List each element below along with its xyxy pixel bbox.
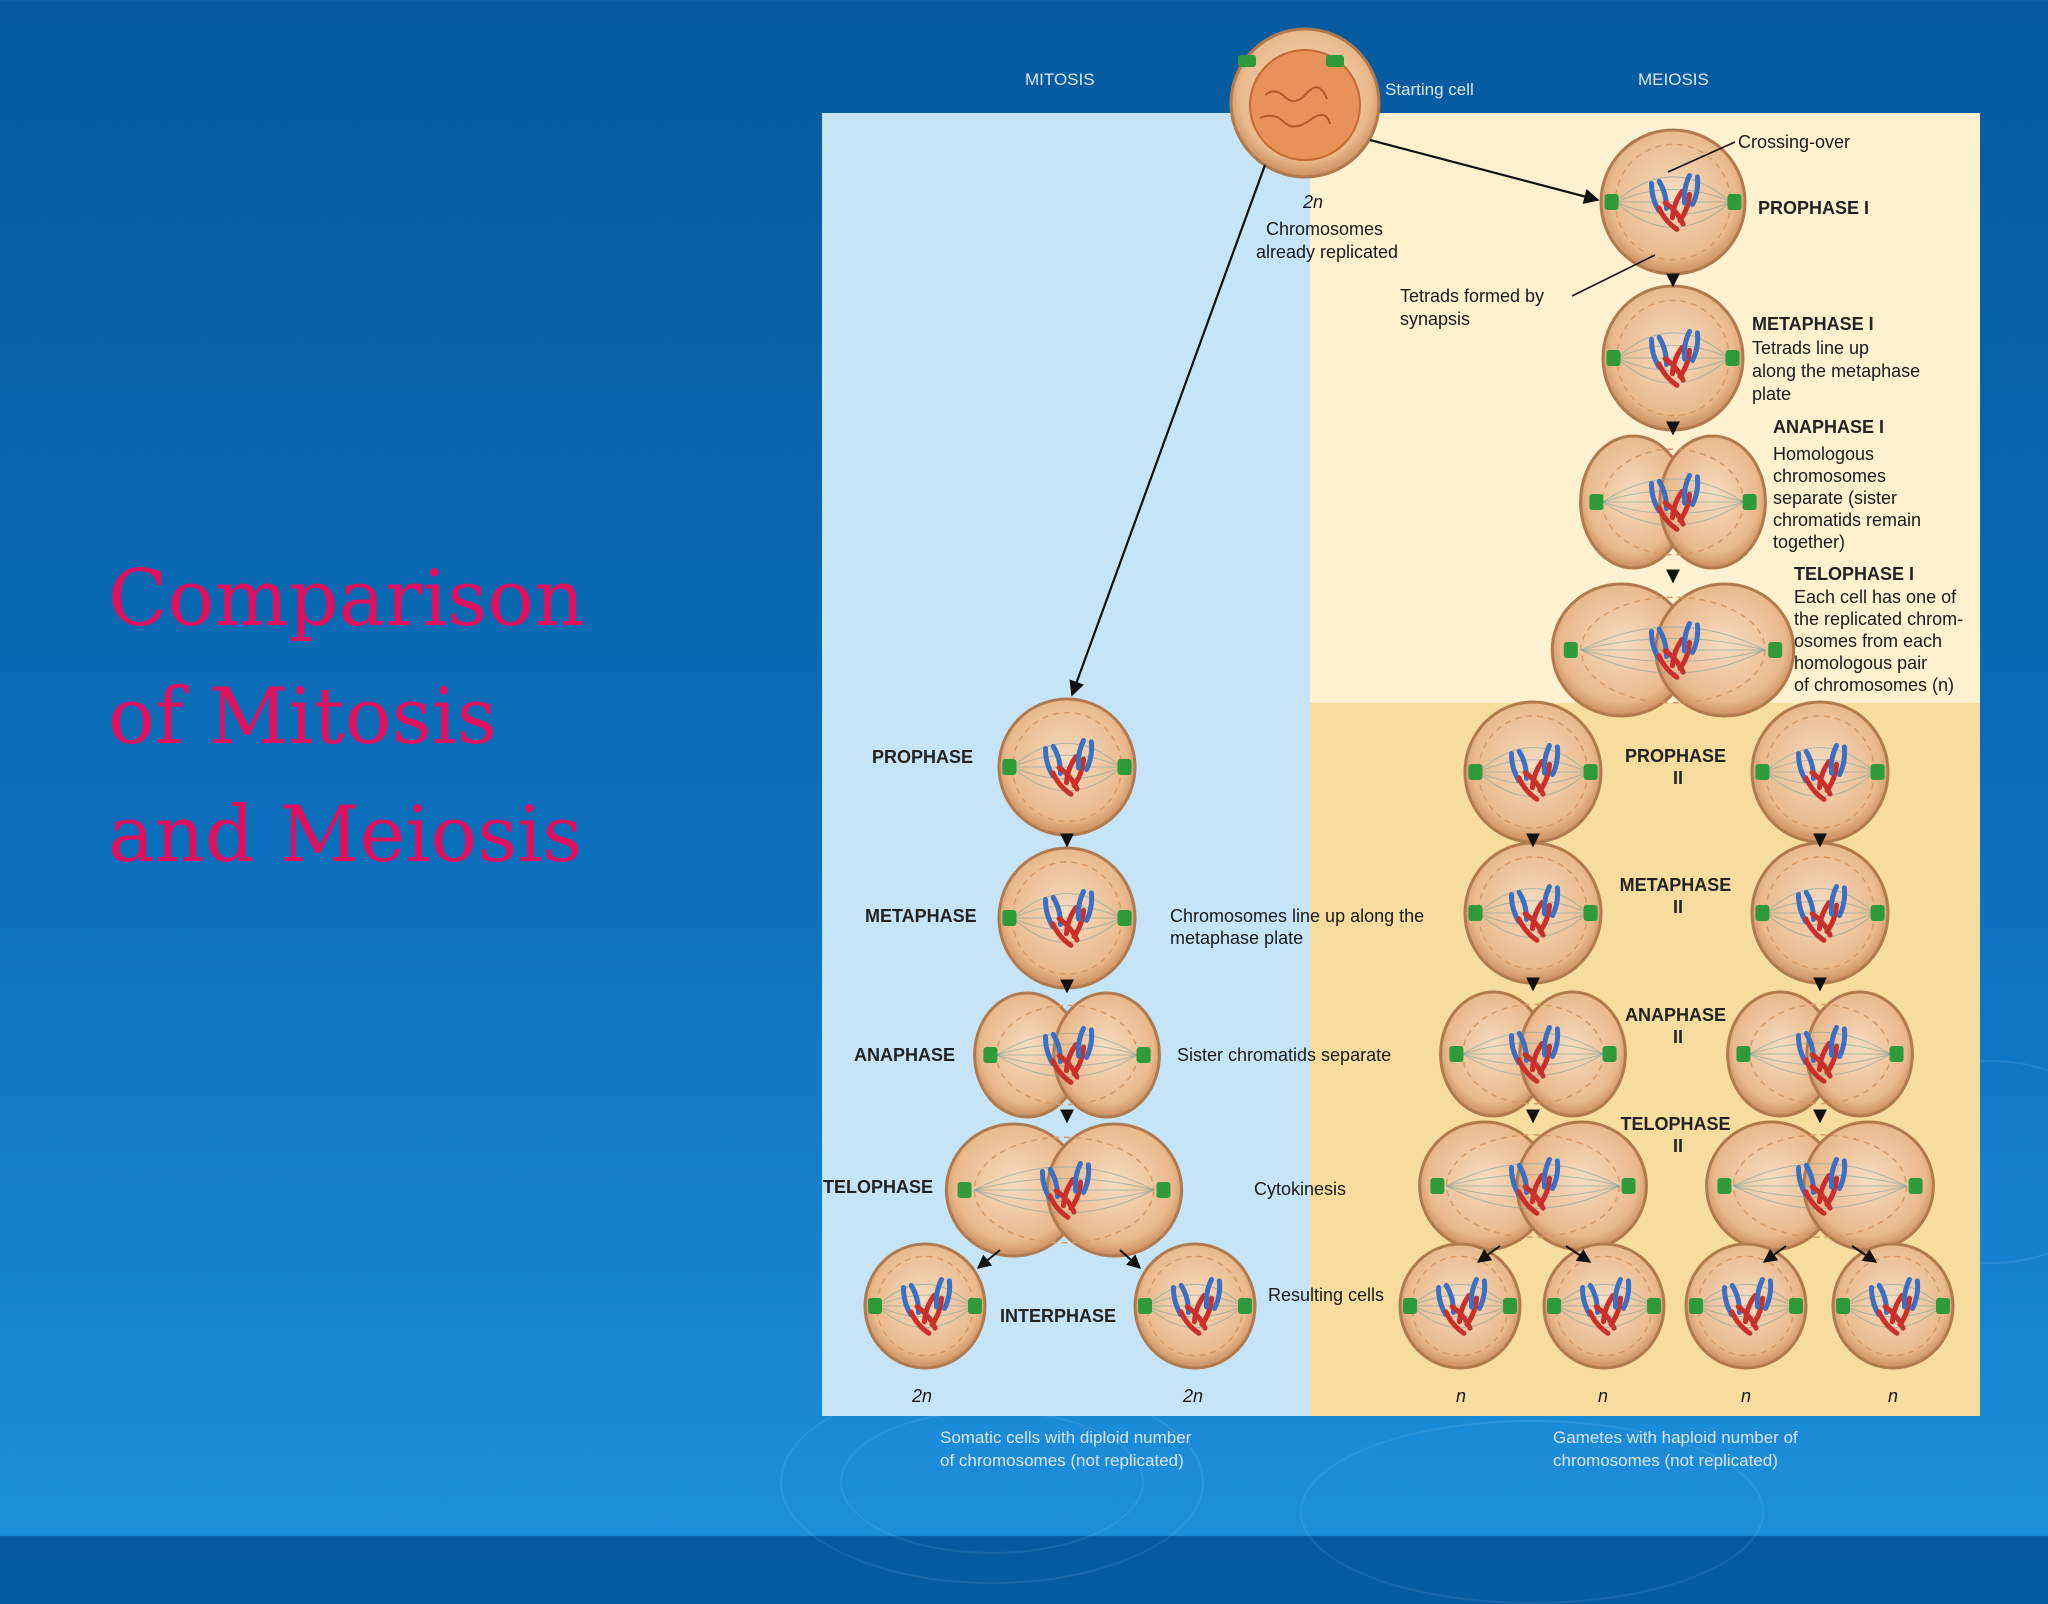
mitosis-meiosis-diagram: MITOSIS MEIOSIS Starting cell 2n Chromos… (822, 27, 1980, 1470)
meiosis-footer: Gametes with haploid number of chromosom… (1553, 1428, 1802, 1470)
mitosis-metaphase-label: METAPHASE (865, 906, 977, 926)
resulting-cells-label: Resulting cells (1268, 1285, 1384, 1305)
anaphase-i-label: ANAPHASE I (1773, 417, 1884, 437)
mitosis-ploidy-right: 2n (1182, 1386, 1203, 1406)
anaphase-ii-cell (1439, 990, 1627, 1118)
interphase-label: INTERPHASE (1000, 1306, 1116, 1326)
anaphase-i-cell (1579, 434, 1767, 570)
gamete-cell (1398, 1242, 1522, 1370)
title-line: and Meiosis (108, 790, 583, 880)
mitosis-metaphase-cell (997, 846, 1137, 990)
gamete-ploidy: n (1741, 1386, 1751, 1406)
arrow-to-mitosis (1069, 164, 1267, 697)
gamete-ploidy: n (1598, 1386, 1608, 1406)
start-ploidy: 2n (1302, 192, 1323, 212)
telophase-ii-cell (1705, 1120, 1935, 1252)
anaphase-ii-label: ANAPHASE II (1625, 1005, 1731, 1047)
gamete-cell (1542, 1242, 1666, 1370)
mitosis-header: MITOSIS (1025, 70, 1095, 89)
telophase-ii-cell (1418, 1120, 1648, 1252)
flow-arrow (1762, 1245, 1787, 1263)
flow-arrow (1851, 1245, 1878, 1263)
flow-arrow (1565, 1245, 1592, 1263)
meiosis-header: MEIOSIS (1638, 70, 1709, 89)
mitosis-telophase-cell (944, 1122, 1184, 1258)
interphase-cell-left (863, 1242, 987, 1370)
starting-cell (1229, 27, 1381, 179)
interphase-cell-right (1133, 1242, 1257, 1370)
prophase-ii-label: PROPHASE II (1625, 746, 1731, 788)
slide-title: Comparison of Mitosis and Meiosis (108, 540, 668, 894)
mitosis-ploidy-left: 2n (911, 1386, 932, 1406)
metaphase-ii-cell (1463, 841, 1603, 985)
crossing-over-pointer (1667, 141, 1736, 173)
telophase-i-note: Each cell has one of the replicated chro… (1794, 587, 1968, 695)
gamete-ploidy: n (1888, 1386, 1898, 1406)
flow-arrow (976, 1249, 1001, 1269)
prophase-ii-cell (1750, 700, 1890, 844)
mitosis-telophase-label: TELOPHASE (823, 1177, 933, 1197)
prophase-ii-cell (1463, 700, 1603, 844)
starting-cell-label: Starting cell (1385, 80, 1474, 99)
mitosis-prophase-label: PROPHASE (872, 747, 973, 767)
mitosis-prophase-cell (997, 697, 1137, 837)
tetrads-note: Tetrads formed by synapsis (1400, 286, 1549, 329)
mitosis-telophase-note: Cytokinesis (1254, 1179, 1346, 1199)
telophase-i-label: TELOPHASE I (1794, 564, 1914, 584)
title-line: of Mitosis (108, 672, 497, 762)
mitosis-footer: Somatic cells with diploid number of chr… (940, 1428, 1196, 1470)
metaphase-i-cell (1601, 284, 1745, 432)
crossing-over-label: Crossing-over (1738, 132, 1850, 152)
flow-arrow (1476, 1245, 1501, 1263)
metaphase-i-label: METAPHASE I (1752, 314, 1874, 334)
telophase-ii-label: TELOPHASE II (1620, 1114, 1735, 1156)
flow-arrow (1119, 1249, 1142, 1269)
mitosis-anaphase-note: Sister chromatids separate (1177, 1045, 1391, 1065)
prophase-i-cell (1599, 128, 1747, 276)
start-note: Chromosomes already replicated (1256, 219, 1398, 262)
anaphase-ii-cell (1726, 990, 1914, 1118)
gamete-cell (1831, 1242, 1955, 1370)
mitosis-anaphase-cell (973, 991, 1161, 1119)
mitosis-anaphase-label: ANAPHASE (854, 1045, 955, 1065)
anaphase-i-note: Homologous chromosomes separate (sister … (1773, 444, 1926, 552)
metaphase-ii-cell (1750, 841, 1890, 985)
gamete-cell (1684, 1242, 1808, 1370)
telophase-i-cell (1550, 582, 1796, 718)
metaphase-ii-label: METAPHASE II (1620, 875, 1737, 917)
metaphase-i-note: Tetrads line up along the metaphase plat… (1752, 338, 1925, 404)
arrow-to-meiosis (1369, 138, 1600, 204)
prophase-i-label: PROPHASE I (1758, 198, 1869, 218)
title-line: Comparison (108, 554, 585, 644)
tetrads-pointer (1571, 254, 1656, 297)
mitosis-metaphase-note: Chromosomes line up along the metaphase … (1170, 906, 1429, 948)
gamete-ploidy: n (1456, 1386, 1466, 1406)
